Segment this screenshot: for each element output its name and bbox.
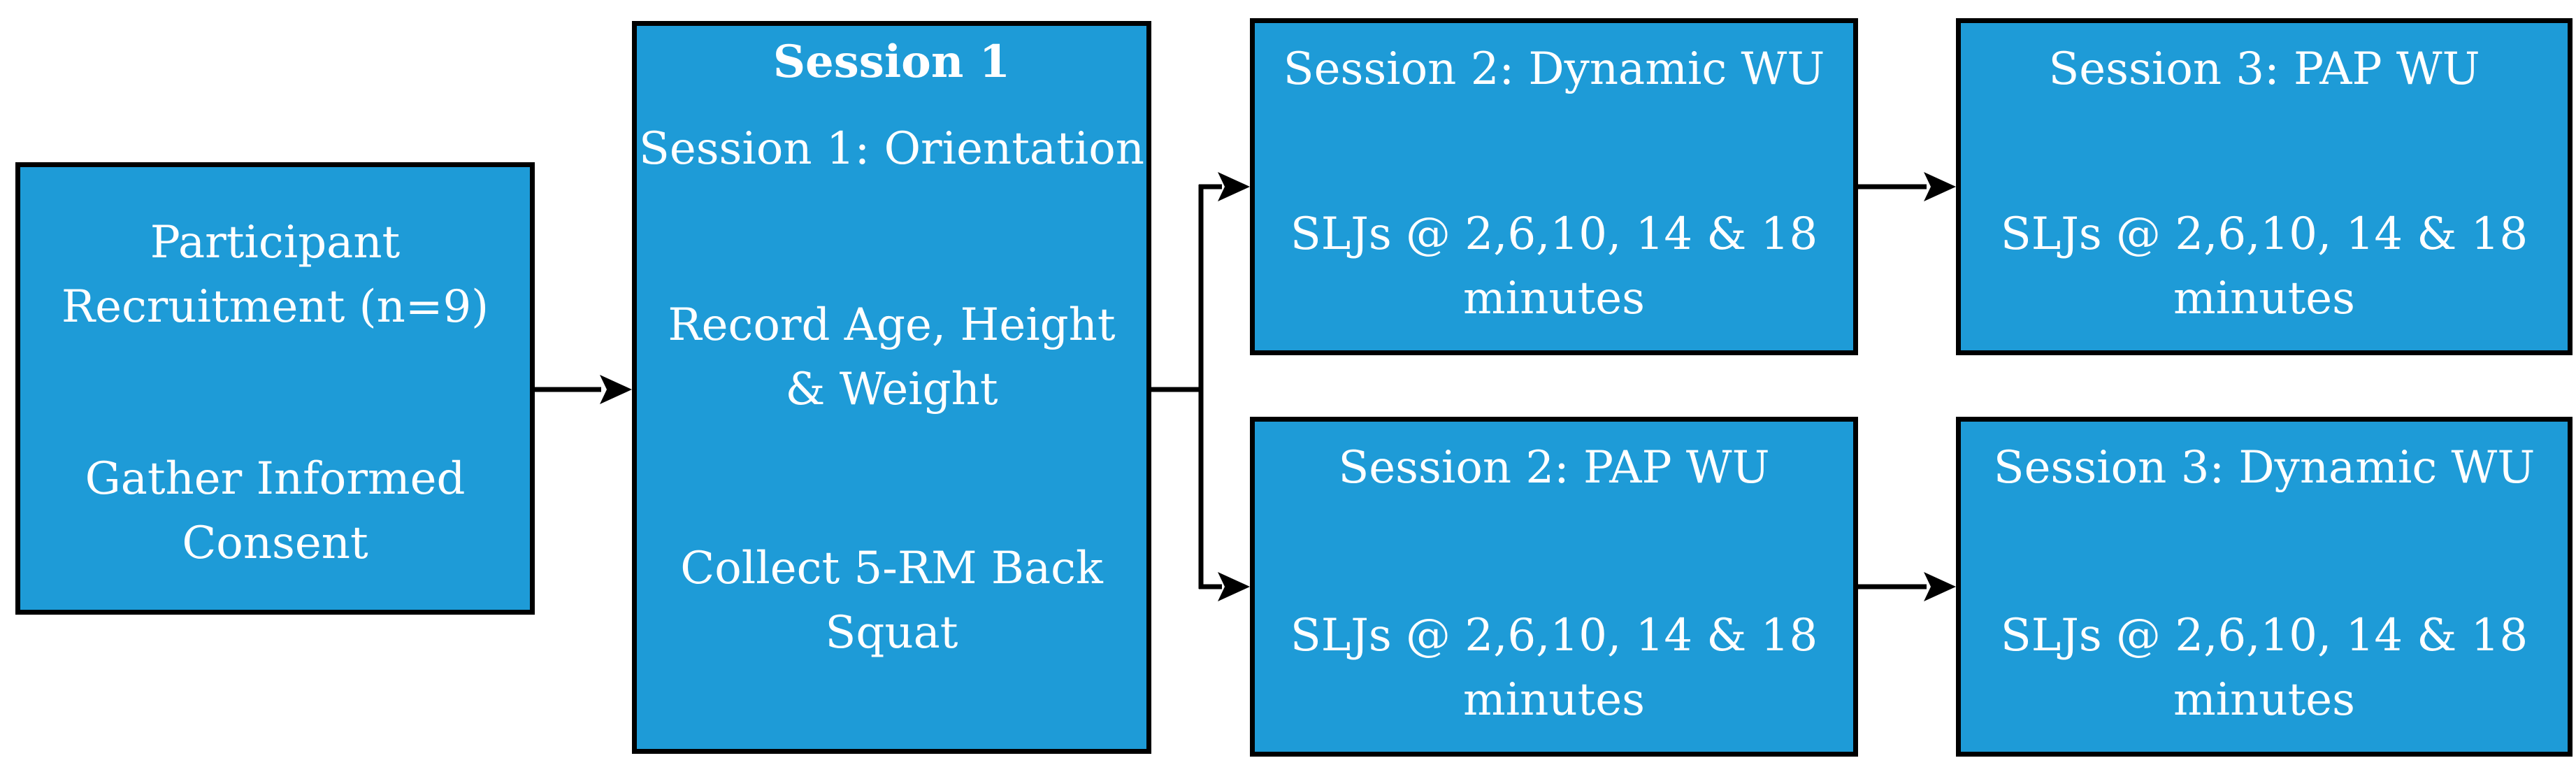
- session2-pap-box: Session 2: PAP WU SLJs @ 2,6,10, 14 & 18…: [1250, 417, 1858, 757]
- session2-pap-title: Session 2: PAP WU: [1338, 442, 1770, 494]
- session3-pap-minutes: minutes: [2173, 273, 2356, 324]
- session3-pap-title: Session 3: PAP WU: [2048, 43, 2480, 95]
- session2-pap-minutes: minutes: [1462, 674, 1646, 726]
- session1-box: Session 1 Session 1: Orientation Record …: [632, 21, 1151, 754]
- session3-dynamic-minutes: minutes: [2173, 674, 2356, 726]
- recruitment-line1: Participant: [150, 217, 401, 269]
- recruitment-line2: Recruitment (n=9): [61, 281, 489, 333]
- session3-dynamic-box: Session 3: Dynamic WU SLJs @ 2,6,10, 14 …: [1956, 417, 2573, 757]
- consent-line2: Consent: [182, 517, 368, 569]
- arrowhead-session1: [600, 375, 632, 404]
- session1-heading: Session 1: [772, 36, 1011, 88]
- arrowhead-s3-pap: [1924, 172, 1956, 201]
- session1-record-line1: Record Age, Height: [668, 299, 1116, 351]
- session2-dynamic-box: Session 2: Dynamic WU SLJs @ 2,6,10, 14 …: [1250, 18, 1858, 355]
- arrowhead-s2-dynamic: [1218, 172, 1250, 201]
- session1-record-line2: & Weight: [785, 364, 998, 415]
- session3-pap-slj: SLJs @ 2,6,10, 14 & 18: [2000, 208, 2528, 260]
- session3-pap-box: Session 3: PAP WU SLJs @ 2,6,10, 14 & 18…: [1956, 18, 2573, 355]
- session1-squat-line2: Squat: [825, 607, 958, 659]
- session2-dynamic-title: Session 2: Dynamic WU: [1283, 43, 1825, 95]
- session2-dynamic-minutes: minutes: [1462, 273, 1646, 324]
- arrowhead-s2-pap: [1218, 572, 1250, 601]
- recruitment-box: Participant Recruitment (n=9) Gather Inf…: [15, 162, 535, 615]
- session1-orientation: Session 1: Orientation: [638, 123, 1145, 175]
- session3-dynamic-title: Session 3: Dynamic WU: [1993, 442, 2535, 494]
- session2-dynamic-slj: SLJs @ 2,6,10, 14 & 18: [1290, 208, 1818, 260]
- session1-squat-line1: Collect 5-RM Back: [680, 543, 1103, 594]
- session2-pap-slj: SLJs @ 2,6,10, 14 & 18: [1290, 610, 1818, 662]
- consent-line1: Gather Informed: [85, 453, 466, 505]
- session3-dynamic-slj: SLJs @ 2,6,10, 14 & 18: [2000, 610, 2528, 662]
- arrowhead-s3-dynamic: [1924, 572, 1956, 601]
